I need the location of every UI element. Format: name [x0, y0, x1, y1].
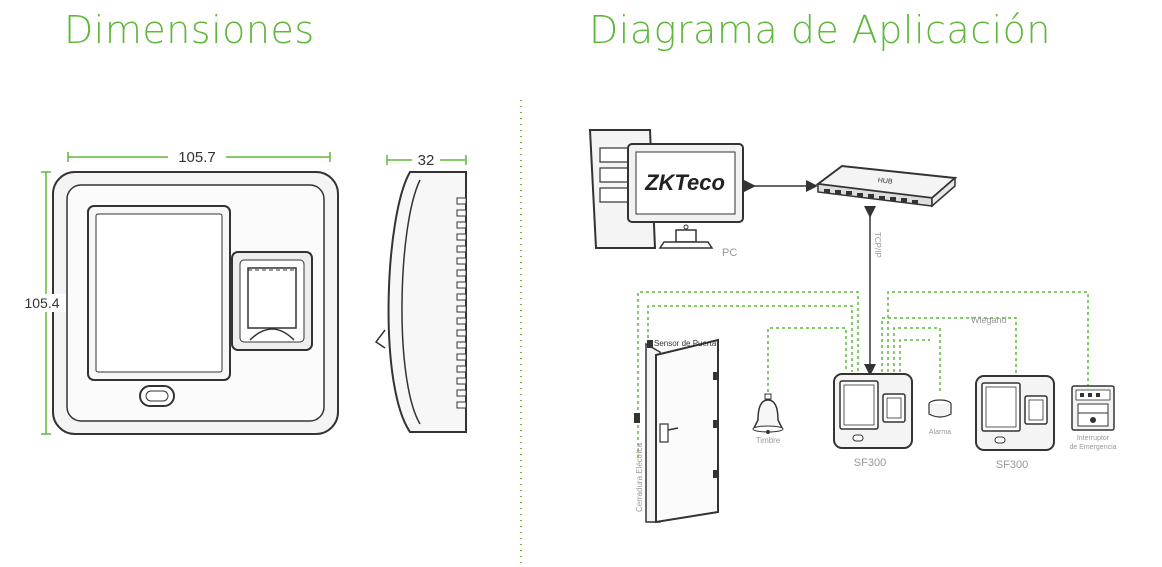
tcpip-label: TCP/IP	[873, 232, 882, 258]
brand-logo: ZKTeco	[644, 170, 725, 195]
device-1-label: SF300	[854, 457, 886, 469]
wiring	[637, 291, 1089, 458]
emergency-label-line2: de Emergencia	[1069, 444, 1116, 451]
pc-monitor: ZKTeco	[627, 143, 744, 249]
height-label: 105.4	[24, 295, 59, 311]
sf300-device-1	[833, 373, 913, 449]
width-dimension: 105.7	[67, 148, 331, 166]
hub-switch: HUB	[815, 164, 958, 208]
device-button	[139, 385, 175, 407]
bell-icon	[752, 393, 784, 434]
door	[634, 338, 719, 524]
device-front-view	[52, 171, 339, 435]
hub-label: HUB	[877, 177, 893, 186]
bell-label: Timbre	[756, 436, 781, 445]
wiegand-label: Wiegand	[971, 315, 1007, 325]
device-2-label: SF300	[996, 459, 1028, 471]
electric-lock-label: Cerradura Eléctrica	[635, 443, 644, 512]
application-diagram-title: Diagrama de Aplicación	[589, 8, 1051, 52]
alarm-label: Alarma	[929, 429, 951, 436]
depth-dimension: 32	[386, 151, 467, 169]
door-sensor-label: Sensor de Puerta	[654, 339, 717, 348]
width-label: 105.7	[178, 149, 216, 166]
emergency-switch-icon	[1071, 385, 1115, 431]
height-dimension: 105.4	[20, 171, 66, 435]
pc-label: PC	[722, 247, 737, 259]
emergency-label-line1: Interruptor	[1077, 435, 1110, 442]
electric-lock-marker	[634, 413, 640, 423]
device-side-view	[374, 171, 467, 433]
door-sensor-marker	[647, 340, 653, 348]
alarm-icon	[928, 399, 952, 418]
dimensions-title: Dimensiones	[64, 8, 315, 52]
sf300-device-2	[975, 375, 1055, 451]
depth-label: 32	[418, 152, 435, 169]
